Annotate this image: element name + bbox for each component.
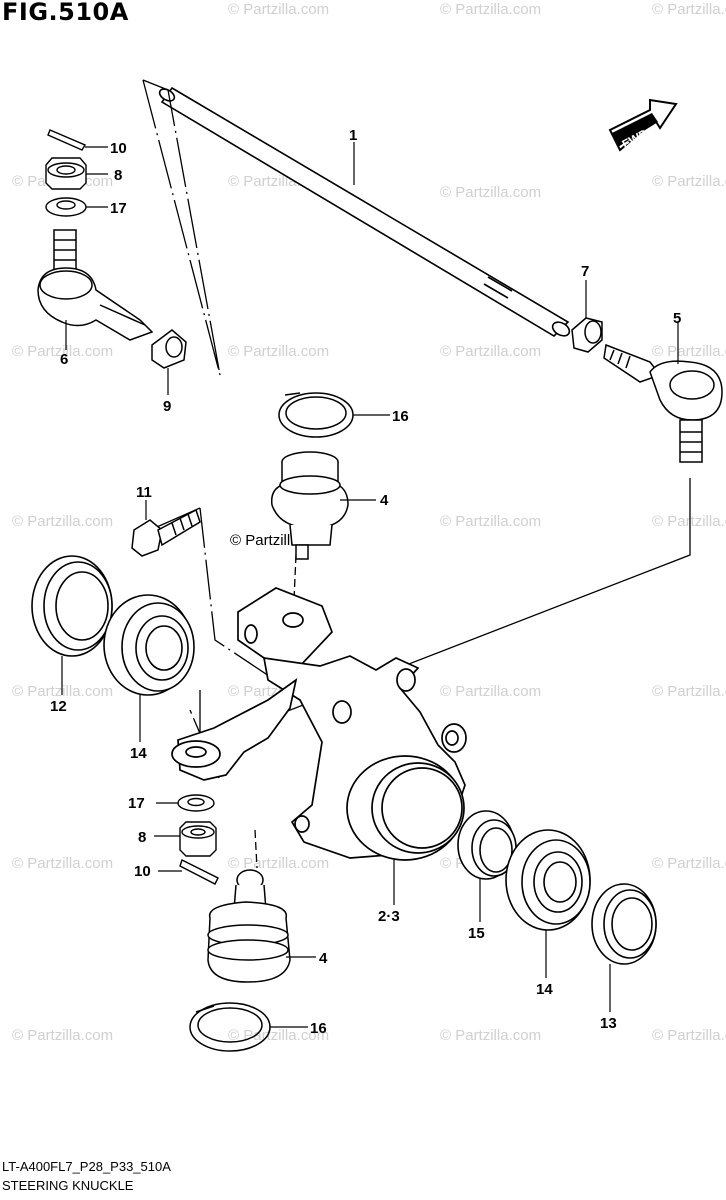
watermark: © Partzilla.com <box>652 343 726 360</box>
watermark: © Partzilla.com <box>440 343 541 360</box>
watermark: © Partzilla.com <box>652 855 726 872</box>
tie-rod-end-part <box>603 343 723 463</box>
callout-13: 13 <box>600 1015 617 1032</box>
watermark: © Partzilla.com <box>228 855 329 872</box>
cotter-pin-part <box>47 129 87 151</box>
watermark: © Partzilla.com <box>652 1027 726 1044</box>
tie-rod-end-part <box>37 229 154 341</box>
ball-joint-part <box>207 869 291 983</box>
callout-10: 10 <box>110 140 127 157</box>
callout-8: 8 <box>114 167 122 184</box>
callout-12: 12 <box>50 698 67 715</box>
watermark: © Partzilla.com <box>652 683 726 700</box>
watermark: © Partzilla.com <box>652 513 726 530</box>
oil-seal-part <box>31 555 113 657</box>
fwd-arrow-icon: FWD <box>608 98 678 152</box>
watermark: © Partzilla.com <box>652 173 726 190</box>
watermark: © Partzilla.com <box>440 184 541 201</box>
tie-rod-part <box>158 86 571 338</box>
figure-title: FIG.510A <box>2 0 129 26</box>
callout-7: 7 <box>581 263 589 280</box>
watermark: © Partzilla.com <box>440 1027 541 1044</box>
lock-nut-part <box>151 329 187 369</box>
watermark: © Partzilla.com <box>12 513 113 530</box>
oil-seal-part <box>591 883 657 965</box>
castle-nut-part <box>179 821 217 857</box>
callout-5: 5 <box>673 310 681 327</box>
cotter-pin-part <box>179 859 219 885</box>
washer-part <box>177 794 215 812</box>
steering-knuckle-part <box>171 587 467 861</box>
watermark: © Partzilla.com <box>12 343 113 360</box>
watermark: © Partzilla.com <box>440 1 541 18</box>
figure-code: LT-A400FL7_P28_P33_510A <box>2 1159 171 1174</box>
watermark: © Partzilla.com <box>228 343 329 360</box>
callout-2-3: 2·3 <box>378 908 400 925</box>
circlip-part <box>278 392 354 438</box>
watermark: © Partzilla.com <box>12 855 113 872</box>
figure-name: STEERING KNUCKLE <box>2 1178 134 1193</box>
watermark: © Partzilla.com <box>228 1 329 18</box>
bearing-part <box>505 829 591 931</box>
watermark: © Partzilla.com <box>652 1 726 18</box>
watermark: © Partzilla.com <box>440 683 541 700</box>
watermark: © Partzilla.com <box>228 1027 329 1044</box>
castle-nut-part <box>45 157 87 190</box>
callout-17: 17 <box>110 200 127 217</box>
callout-17: 17 <box>128 795 145 812</box>
callout-16: 16 <box>310 1020 327 1037</box>
bearing-part <box>103 594 195 696</box>
callout-leaders <box>61 142 679 1028</box>
callout-15: 15 <box>468 925 485 942</box>
callout-16: 16 <box>392 408 409 425</box>
spacer-part <box>457 810 517 880</box>
callout-4: 4 <box>319 950 328 967</box>
ball-joint-part <box>270 451 349 560</box>
watermark: © Partzilla.com <box>440 513 541 530</box>
watermark: © Partzilla.com <box>12 1027 113 1044</box>
callout-6: 6 <box>60 351 68 368</box>
callout-14: 14 <box>130 745 147 762</box>
callout-9: 9 <box>163 398 171 415</box>
callout-1: 1 <box>349 127 357 144</box>
callout-11: 11 <box>136 484 152 501</box>
callout-4: 4 <box>380 492 389 509</box>
lock-nut-part <box>571 317 603 353</box>
callout-labels: 10 8 17 6 9 1 7 5 16 4 11 12 14 17 8 10 … <box>50 127 681 1037</box>
callout-10: 10 <box>134 863 151 880</box>
callout-8: 8 <box>138 829 146 846</box>
washer-part <box>45 197 87 217</box>
bolt-part <box>131 508 201 557</box>
callout-14: 14 <box>536 981 553 998</box>
